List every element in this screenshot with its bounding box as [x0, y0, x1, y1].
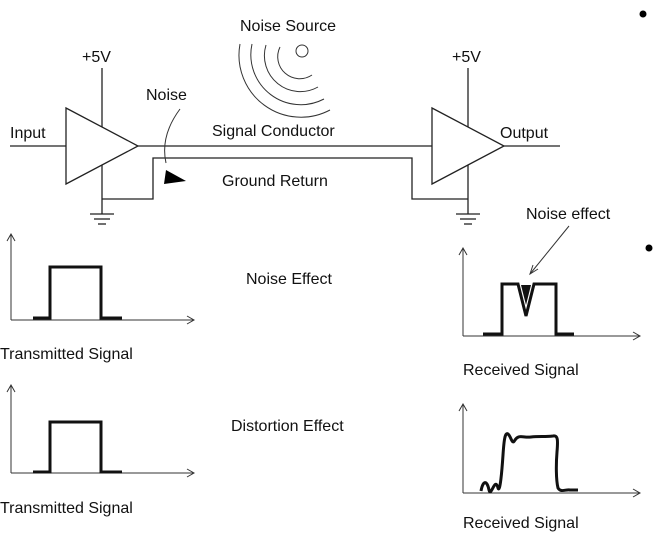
- vcc-right-label: +5V: [452, 49, 481, 66]
- noise-arrow: [164, 108, 186, 184]
- transmitter-amplifier: [10, 68, 140, 225]
- noise-label: Noise: [146, 87, 187, 104]
- ground-return-line: [102, 157, 468, 200]
- received-signal-plot-2: [458, 402, 642, 498]
- vcc-left-label: +5V: [82, 49, 111, 66]
- transmitted-signal-plot-2: [6, 383, 196, 478]
- received-signal-plot-1: [458, 246, 642, 341]
- output-label: Output: [500, 125, 549, 142]
- received-signal-label-1: Received Signal: [463, 362, 579, 379]
- bullet-top: [639, 10, 647, 18]
- noise-effect-title: Noise Effect: [246, 271, 333, 288]
- received-signal-label-2: Received Signal: [463, 515, 579, 532]
- transmitted-signal-plot-1: [6, 232, 196, 325]
- input-label: Input: [10, 125, 46, 142]
- transmitted-signal-label-1: Transmitted Signal: [0, 346, 133, 363]
- noise-source-icon: [238, 43, 331, 118]
- noise-effect-pointer: [529, 225, 570, 276]
- receiver-amplifier: [431, 68, 560, 225]
- noise-source-label: Noise Source: [240, 18, 336, 35]
- signal-conductor-label: Signal Conductor: [212, 123, 335, 140]
- noise-effect-annotation: Noise effect: [526, 206, 611, 223]
- bullet-middle: [645, 244, 653, 252]
- distortion-effect-title: Distortion Effect: [231, 418, 344, 435]
- ground-return-label: Ground Return: [222, 173, 328, 190]
- transmitted-signal-label-2: Transmitted Signal: [0, 500, 133, 517]
